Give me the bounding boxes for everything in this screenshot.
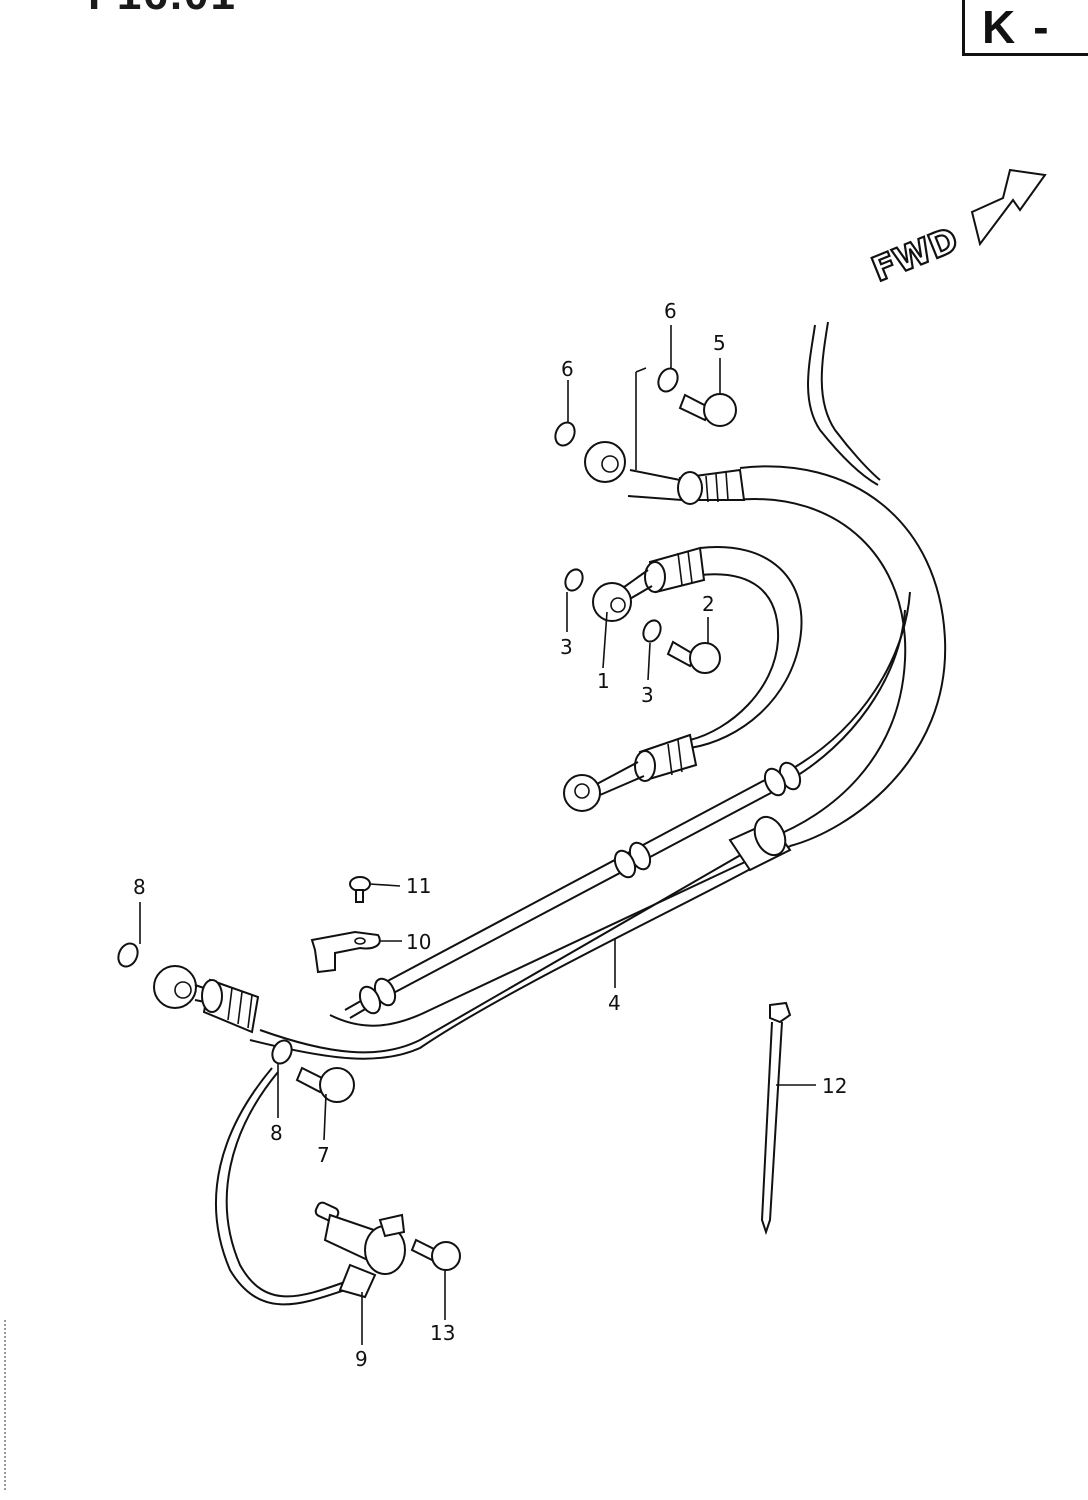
callout-8a: 8: [133, 875, 146, 899]
clamp-10: [310, 930, 381, 974]
callout-4: 4: [608, 991, 621, 1015]
washer-3a: [564, 568, 584, 592]
sensor-9: [214, 1067, 406, 1306]
section-box: [962, 0, 1088, 56]
scan-artifact: [4, 1320, 8, 1490]
brake-hose-1: [563, 546, 803, 812]
fwd-label: FWD: [866, 220, 963, 290]
bolts: [295, 393, 737, 1271]
callout-2: 2: [702, 592, 715, 616]
callout-labels: 6 6 5 2 3 1 3 8 11 10 4 12 8 7 13 9: [133, 299, 847, 1371]
washer-8b: [271, 1039, 293, 1065]
washers: [117, 367, 679, 1065]
washer-6a: [554, 421, 576, 447]
washer-6b: [657, 367, 679, 393]
callout-13: 13: [430, 1321, 455, 1345]
hose-assembly-4: [153, 367, 947, 1060]
callout-1: 1: [597, 669, 610, 693]
callout-12: 12: [822, 1074, 847, 1098]
fwd-arrow-icon: [970, 168, 1047, 247]
callout-9: 9: [355, 1347, 368, 1371]
callout-8b: 8: [270, 1121, 283, 1145]
callout-6b: 6: [664, 299, 677, 323]
callout-6a: 6: [561, 357, 574, 381]
callout-3a: 3: [560, 635, 573, 659]
bolt-5: [678, 393, 737, 427]
washer-8a: [117, 942, 139, 968]
bolt-7: [295, 1066, 355, 1103]
bolt-13: [410, 1238, 461, 1271]
section-code: K-: [982, 1, 1067, 53]
bolt-2: [666, 640, 721, 674]
callout-3b: 3: [641, 683, 654, 707]
callout-10: 10: [406, 930, 431, 954]
callout-11: 11: [406, 874, 431, 898]
callout-7: 7: [317, 1143, 330, 1167]
leader-lines: [139, 325, 816, 1345]
washer-3b: [642, 619, 662, 643]
cable-tie-12: [760, 1001, 792, 1236]
callout-5: 5: [713, 331, 726, 355]
figure-number: F16.01: [88, 0, 237, 20]
screw-11: [349, 876, 371, 903]
cable-run: [344, 321, 911, 1019]
fwd-indicator: FWD: [865, 168, 1047, 291]
